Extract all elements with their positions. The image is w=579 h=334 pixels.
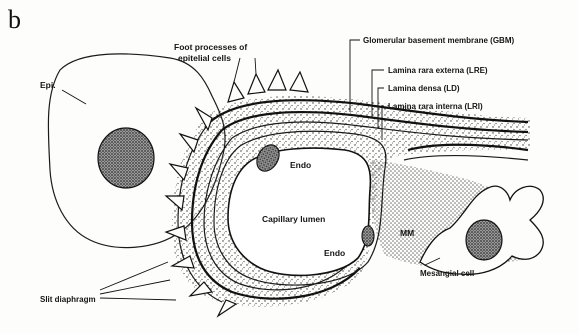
label-epi: Epi. — [40, 80, 56, 90]
adjacent-capillary-wall-2 — [404, 156, 528, 161]
label-endo-bottom: Endo — [324, 248, 345, 258]
label-mesangial-cell: Mesangial cell — [420, 269, 474, 278]
label-lri: Lamina rara interna (LRI) — [388, 102, 483, 111]
label-gbm: Glomerular basement membrane (GBM) — [363, 36, 514, 45]
endothelial-nucleus-bottom — [362, 226, 374, 246]
label-slit-diaphragm: Slit diaphragm — [40, 295, 96, 304]
panel-letter: b — [8, 5, 21, 34]
label-foot-processes-1: Foot processes of — [174, 42, 247, 52]
epithelial-nucleus — [98, 128, 154, 188]
label-foot-processes-2: epitelial cells — [178, 53, 231, 63]
mesangial-nucleus — [466, 220, 502, 260]
label-capillary-lumen: Capillary lumen — [262, 214, 325, 224]
label-ld: Lamina densa (LD) — [388, 84, 460, 93]
label-mm: MM — [400, 228, 414, 238]
label-lre: Lamina rara externa (LRE) — [388, 66, 488, 75]
label-endo-top: Endo — [290, 160, 311, 170]
